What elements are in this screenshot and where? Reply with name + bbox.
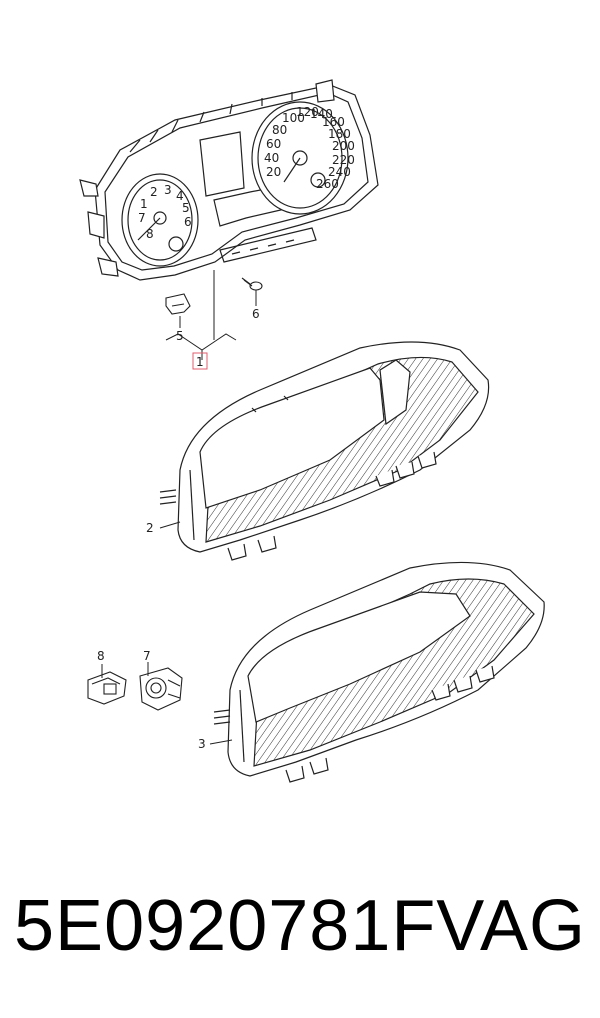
speed-tick: 120 bbox=[296, 105, 319, 119]
callout-3: 3 bbox=[198, 737, 206, 751]
tach-tick: 4 bbox=[176, 189, 184, 203]
tach-tick: 6 bbox=[184, 215, 192, 229]
instrument-cluster bbox=[79, 79, 379, 281]
tach-tick: 7 bbox=[138, 211, 146, 225]
parts-diagram: 1 2 3 4 5 6 7 8 20 40 60 80 100 120 140 … bbox=[79, 79, 545, 783]
callout-7: 7 bbox=[143, 649, 151, 663]
speed-tick: 180 bbox=[328, 127, 351, 141]
callout-5: 5 bbox=[176, 329, 184, 343]
brand-label: VAG bbox=[436, 886, 586, 966]
tach-tick: 5 bbox=[182, 201, 190, 215]
part-number: 5E0920781F bbox=[14, 886, 437, 966]
speed-tick: 220 bbox=[332, 153, 355, 167]
leaders-cluster bbox=[165, 270, 257, 360]
speed-tick: 240 bbox=[328, 165, 351, 179]
speedometer-labels: 20 40 60 80 100 120 140 160 180 200 220 … bbox=[264, 105, 355, 191]
callout-highlight-1 bbox=[192, 352, 208, 370]
display-lens-upper bbox=[159, 341, 490, 561]
speed-tick: 260 bbox=[316, 177, 339, 191]
screw-part bbox=[241, 277, 263, 291]
tachometer-labels: 1 2 3 4 5 6 7 8 bbox=[138, 183, 192, 241]
callout-8: 8 bbox=[97, 649, 105, 663]
bracket-part bbox=[165, 293, 191, 315]
tach-tick: 8 bbox=[146, 227, 154, 241]
speed-tick: 200 bbox=[332, 139, 355, 153]
callout-1: 1 bbox=[196, 355, 204, 369]
speed-tick: 160 bbox=[322, 115, 345, 129]
leader-2 bbox=[159, 521, 181, 529]
speed-tick: 100 bbox=[282, 111, 305, 125]
speed-tick: 80 bbox=[272, 123, 287, 137]
tach-tick: 2 bbox=[150, 185, 158, 199]
tach-tick: 1 bbox=[140, 197, 148, 211]
tach-tick: 3 bbox=[164, 183, 172, 197]
connector-7 bbox=[139, 667, 183, 711]
speed-tick: 40 bbox=[264, 151, 279, 165]
display-lens-lower bbox=[213, 561, 545, 783]
connector-8 bbox=[87, 671, 127, 705]
speed-tick: 20 bbox=[266, 165, 281, 179]
callout-2: 2 bbox=[146, 521, 154, 535]
callout-6: 6 bbox=[252, 307, 260, 321]
leader-3 bbox=[209, 739, 233, 745]
speed-tick: 60 bbox=[266, 137, 281, 151]
speed-tick: 140 bbox=[310, 107, 333, 121]
